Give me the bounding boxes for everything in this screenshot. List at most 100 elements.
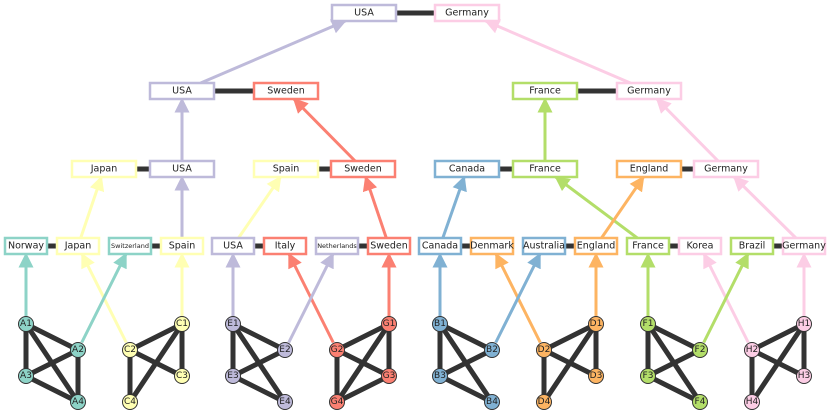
country-box-level-1-4: Canada (433, 159, 501, 179)
country-label: France (529, 86, 561, 97)
country-label: England (630, 164, 669, 175)
country-box-level-0-2: Switzerland (107, 236, 153, 256)
winner-arrow-E2 (287, 252, 335, 344)
country-box-level-0-6: Netherlands (314, 236, 360, 256)
graph-node-E1: E1 (225, 316, 241, 332)
node-label: D4 (538, 397, 551, 407)
country-label: Japan (64, 241, 92, 252)
node-label: H3 (798, 371, 811, 381)
node-label: D3 (590, 371, 603, 381)
graph-node-D4: D4 (536, 394, 552, 410)
country-label: Norway (8, 241, 44, 252)
node-label: A2 (72, 345, 84, 355)
country-label: USA (223, 241, 243, 252)
advance-arrow-level-1-4 (441, 175, 467, 239)
advance-arrow-level-1-7 (733, 175, 797, 240)
country-label: Denmark (470, 241, 514, 252)
graph-node-F1: F1 (640, 316, 656, 332)
graph-edge-B1-B2 (437, 321, 495, 353)
graph-edge-C2-C3 (127, 347, 185, 379)
graph-edge-A3-A4 (23, 373, 81, 405)
graph-edge-E1-E2 (230, 321, 288, 353)
country-box-level-1-3: Sweden (329, 159, 397, 179)
graph-node-G3: G3 (381, 368, 397, 384)
country-label: Korea (687, 241, 714, 252)
country-box-level-3-1: Germany (433, 3, 501, 23)
country-label: Sweden (370, 241, 408, 252)
country-label: Germany (704, 164, 748, 175)
graph-node-F3: F3 (640, 368, 656, 384)
node-label: B4 (486, 397, 498, 407)
country-box-level-1-1: USA (148, 159, 216, 179)
country-label: USA (354, 8, 374, 19)
graph-edge-H2-H3 (749, 347, 807, 379)
graph-edge-G1-G2 (334, 321, 392, 353)
advance-arrow-level-1-3 (362, 175, 388, 239)
country-box-level-2-0: USA (148, 81, 216, 101)
graph-edge-F1-F2 (645, 321, 703, 353)
graph-node-G4: G4 (329, 394, 345, 410)
country-label: Italy (275, 241, 296, 252)
country-box-level-0-4: USA (210, 236, 256, 256)
graph-edge-C1-C2 (127, 321, 185, 353)
country-label: Spain (169, 241, 196, 252)
graph-edge-A1-A2 (23, 321, 81, 353)
country-label: France (632, 241, 664, 252)
country-box-level-0-3: Spain (159, 236, 205, 256)
advance-arrow-level-1-5 (554, 175, 639, 240)
country-box-level-0-0: Norway (3, 236, 49, 256)
node-label: B2 (486, 345, 498, 355)
graph-node-A1: A1 (18, 316, 34, 332)
advance-arrow-level-2-1 (292, 97, 357, 163)
node-label: F3 (643, 371, 654, 381)
country-label: Australia (523, 241, 565, 252)
graph-edge-B2-B3 (437, 347, 495, 379)
country-label: Sweden (267, 86, 305, 97)
node-label: F4 (695, 397, 706, 407)
graph-node-H1: H1 (796, 316, 812, 332)
country-box-level-0-8: Canada (417, 236, 463, 256)
node-label: B1 (434, 319, 446, 329)
graph-edge-D1-D2 (541, 321, 599, 353)
graph-edge-B3-B4 (437, 373, 495, 405)
node-label: H1 (798, 319, 811, 329)
country-label: Japan (90, 164, 118, 175)
graph-node-B2: B2 (484, 342, 500, 358)
graph-node-C1: C1 (174, 316, 190, 332)
graph-nodes: A1A2A3A4C1C2C3C4E1E2E3E4G1G2G3G4B1B2B3B4… (18, 316, 812, 410)
country-box-level-0-13: Korea (677, 236, 723, 256)
country-box-level-0-7: Sweden (366, 236, 412, 256)
graph-node-B3: B3 (432, 368, 448, 384)
node-label: F2 (695, 345, 706, 355)
graph-node-A4: A4 (70, 394, 86, 410)
country-box-level-0-5: Italy (262, 236, 308, 256)
graph-node-A3: A3 (18, 368, 34, 384)
node-label: G1 (383, 319, 396, 329)
graph-edge-E3-E4 (230, 373, 288, 405)
node-label: H2 (746, 345, 759, 355)
node-label: G2 (331, 345, 344, 355)
winner-arrow-B2 (494, 252, 542, 344)
winner-arrow-A2 (80, 252, 128, 344)
node-label: C2 (124, 345, 136, 355)
winner-arrows (18, 19, 812, 344)
graph-edge-F2-F3 (645, 347, 703, 379)
node-label: A1 (20, 319, 32, 329)
node-label: G4 (331, 397, 344, 407)
graph-edge-F3-F4 (645, 373, 703, 405)
node-label: E2 (279, 345, 290, 355)
country-label: France (529, 164, 561, 175)
country-label: Spain (273, 164, 300, 175)
country-label: USA (172, 164, 192, 175)
pair-links (44, 10, 786, 249)
country-label: Canada (449, 164, 485, 175)
advance-arrow-level-1-2 (237, 175, 282, 239)
graph-node-C3: C3 (174, 368, 190, 384)
graph-node-H4: H4 (744, 394, 760, 410)
country-box-level-1-6: England (615, 159, 683, 179)
graph-edge-A2-A3 (23, 347, 81, 379)
advance-arrow-level-2-3 (655, 97, 720, 163)
graph-node-D1: D1 (588, 316, 604, 332)
country-box-level-0-1: Japan (55, 236, 101, 256)
graph-edge-H1-H2 (749, 321, 807, 353)
